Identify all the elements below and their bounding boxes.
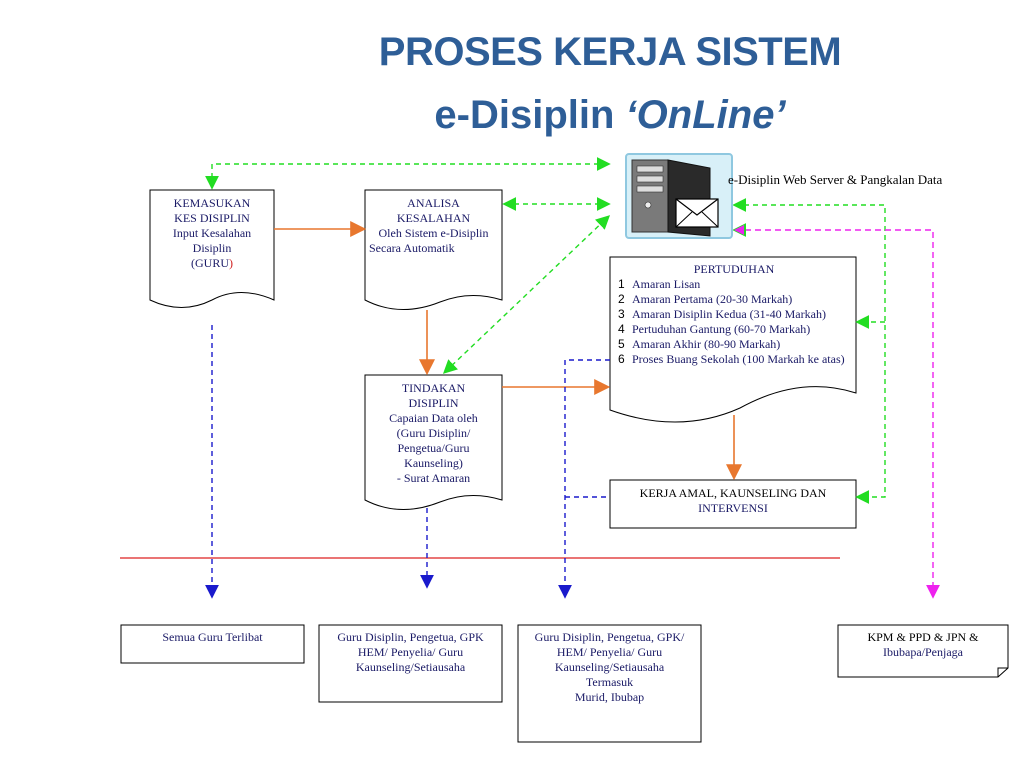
analisa-l2: KESALAHAN <box>396 211 471 225</box>
item-text: Amaran Disiplin Kedua (31-40 Markah) <box>632 307 826 321</box>
kemasukan-l3: Input Kesalahan <box>172 226 252 240</box>
arrow-tindakan-server <box>442 215 611 374</box>
bottom-3-l1: Guru Disiplin, Pengetua, GPK/ <box>534 630 685 644</box>
tindakan-l7: - Surat Amaran <box>396 471 471 485</box>
item-number: 2 <box>618 292 625 306</box>
bottom-4-l2: Ibubapa/Penjaga <box>883 645 963 659</box>
pertuduhan-item: 1 Amaran Lisan <box>618 277 850 292</box>
pertuduhan-item: 5 Amaran Akhir (80-90 Markah) <box>618 337 850 352</box>
bottom-3-l5: Murid, Ibubap <box>574 690 645 704</box>
pertuduhan-item: 2 Amaran Pertama (20-30 Markah) <box>618 292 850 307</box>
item-text: Amaran Akhir (80-90 Markah) <box>632 337 781 351</box>
kemasukan-guru: (GURU <box>191 256 229 270</box>
pertuduhan-box: PERTUDUHAN 1 Amaran Lisan 2 Amaran Pertama… <box>618 262 850 367</box>
page-subtitle: e-Disiplin ‘OnLine’ <box>260 93 960 138</box>
pertuduhan-item: 3 Amaran Disiplin Kedua (31-40 Markah) <box>618 307 850 322</box>
subtitle-prefix: e-Disiplin <box>434 93 626 137</box>
kerja-amal-l2: INTERVENSI <box>698 501 768 515</box>
analisa-box: ANALISA KESALAHAN Oleh Sistem e-Disiplin… <box>367 196 500 256</box>
subtitle-italic: ‘OnLine’ <box>625 93 786 137</box>
bottom-4-l1: KPM & PPD & JPN & <box>867 630 979 644</box>
item-text: Amaran Lisan <box>632 277 701 291</box>
server-mail-icon <box>625 153 733 239</box>
bottom-3-l3: Kaunseling/Setiausaha <box>554 660 665 674</box>
tindakan-l5: Pengetua/Guru <box>397 441 470 455</box>
tindakan-l3: Capaian Data oleh <box>389 411 478 425</box>
bottom-2-l3: Kaunseling/Setiausaha <box>355 660 466 674</box>
bottom-3-l4: Termasuk <box>585 675 634 689</box>
analisa-l3: Oleh Sistem e-Disiplin <box>378 226 489 240</box>
item-text: Amaran Pertama (20-30 Markah) <box>632 292 793 306</box>
item-number: 1 <box>618 277 625 291</box>
arrow-server-kemasukan <box>205 157 611 190</box>
item-text: Pertuduhan Gantung (60-70 Markah) <box>632 322 811 336</box>
bottom-box-3 <box>517 624 702 743</box>
tindakan-box: TINDAKAN DISIPLIN Capaian Data oleh (Gur… <box>367 381 500 486</box>
kemasukan-shape <box>149 189 275 308</box>
bottom-3-l2: HEM/ Penyelia/ Guru <box>556 645 663 659</box>
arrow-magenta-start <box>734 225 744 235</box>
bottom-text-3: Guru Disiplin, Pengetua, GPK/ HEM/ Penye… <box>518 630 701 705</box>
bottom-text-2: Guru Disiplin, Pengetua, GPK HEM/ Penyel… <box>319 630 502 675</box>
item-number: 5 <box>618 337 625 351</box>
tindakan-l2: DISIPLIN <box>408 396 459 410</box>
analisa-l1: ANALISA <box>407 196 460 210</box>
bottom-text-4: KPM & PPD & JPN & Ibubapa/Penjaga <box>838 630 1008 660</box>
analisa-l4: Secara Automatik <box>369 241 455 255</box>
pertuduhan-item: 6 Proses Buang Sekolah (100 Markah ke ata… <box>618 352 850 367</box>
tindakan-shape <box>364 374 503 511</box>
bottom-box-4 <box>837 624 1009 678</box>
bottom-box-2 <box>318 624 503 703</box>
kerja-amal-box: KERJA AMAL, KAUNSELING DAN INTERVENSI <box>612 486 854 516</box>
bottom-2-l1: Guru Disiplin, Pengetua, GPK <box>337 630 484 644</box>
kemasukan-box: KEMASUKAN KES DISIPLIN Input Kesalahan D… <box>152 196 272 271</box>
kemasukan-l1: KEMASUKAN <box>173 196 251 210</box>
arrow-server-kpm <box>732 223 940 599</box>
kerja-amal-l1: KERJA AMAL, KAUNSELING DAN <box>639 486 827 500</box>
pertuduhan-heading: PERTUDUHAN <box>693 262 775 276</box>
page-title: PROSES KERJA SISTEM <box>378 30 842 74</box>
bottom-text-1: Semua Guru Terlibat <box>121 630 304 645</box>
item-number: 3 <box>618 307 625 321</box>
kemasukan-l4: Disiplin <box>192 241 232 255</box>
bottom-box-1 <box>120 624 305 664</box>
item-number: 4 <box>618 322 625 336</box>
item-number: 6 <box>618 352 625 366</box>
pertuduhan-item: 4 Pertuduhan Gantung (60-70 Markah) <box>618 322 850 337</box>
kemasukan-l5: (GURU) <box>152 256 272 271</box>
kemasukan-paren: ) <box>229 256 233 270</box>
tindakan-l4: (Guru Disiplin/ <box>396 426 471 440</box>
arrow-server-pertuduhan-kerja <box>732 198 886 504</box>
bottom-2-l2: HEM/ Penyelia/ Guru <box>357 645 464 659</box>
tindakan-l1: TINDAKAN <box>401 381 466 395</box>
bottom-1-l1: Semua Guru Terlibat <box>162 630 263 644</box>
kemasukan-l2: KES DISIPLIN <box>174 211 250 225</box>
arrow-down-3 <box>558 359 610 599</box>
tindakan-l6: Kaunseling) <box>404 456 463 470</box>
item-text: Proses Buang Sekolah (100 Markah ke atas… <box>632 352 845 366</box>
server-label: e-Disiplin Web Server & Pangkalan Data <box>728 172 943 187</box>
